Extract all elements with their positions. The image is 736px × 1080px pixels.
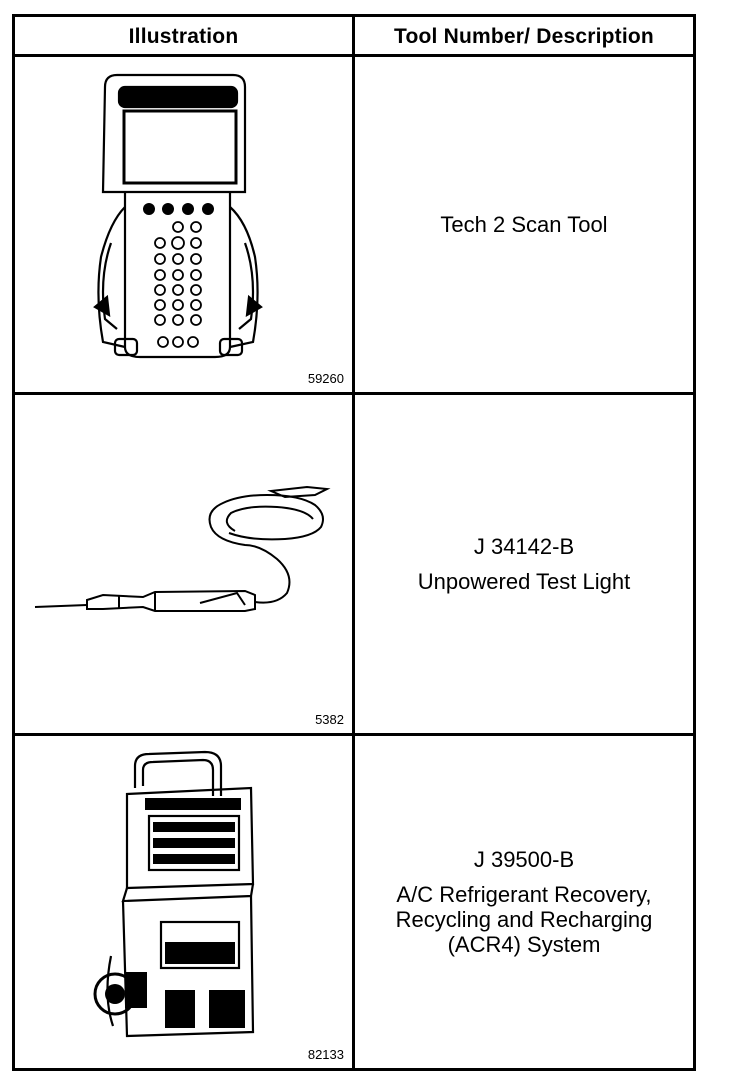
row-3-description-cell: J 39500-B A/C Refrigerant Recovery, Recy… — [355, 736, 693, 1068]
header-illustration: Illustration — [128, 25, 239, 48]
row-divider — [15, 392, 693, 395]
tool-description-line: Recycling and Recharging — [395, 907, 653, 932]
test-light-illustration — [34, 485, 331, 612]
header-tool-description: Tool Number/ Description — [394, 25, 654, 48]
row-1-description-cell: Tech 2 Scan Tool — [355, 57, 693, 392]
header-divider — [15, 54, 693, 57]
tool-number: J 39500-B — [473, 847, 575, 872]
scan-tool-illustration — [93, 73, 263, 359]
tool-description-line: A/C Refrigerant Recovery, — [396, 882, 652, 907]
figure-number: 59260 — [307, 371, 344, 386]
row-2-illustration-cell: 5382 — [15, 395, 352, 733]
tool-description-line: Tech 2 Scan Tool — [440, 212, 608, 237]
row-2-description-cell: J 34142-B Unpowered Test Light — [355, 395, 693, 733]
acr4-machine-illustration — [93, 750, 255, 1038]
row-1-illustration-cell: 59260 — [15, 57, 352, 392]
tool-description-line: Unpowered Test Light — [417, 569, 631, 594]
figure-number: 82133 — [307, 1047, 344, 1062]
tool-description-line: (ACR4) System — [447, 932, 601, 957]
column-divider — [352, 17, 355, 1068]
row-divider — [15, 733, 693, 736]
tool-number: J 34142-B — [473, 534, 575, 559]
figure-number: 5382 — [315, 712, 344, 727]
special-tools-table: Illustration Tool Number/ Description — [12, 14, 696, 1071]
row-3-illustration-cell: 82133 — [15, 736, 352, 1068]
